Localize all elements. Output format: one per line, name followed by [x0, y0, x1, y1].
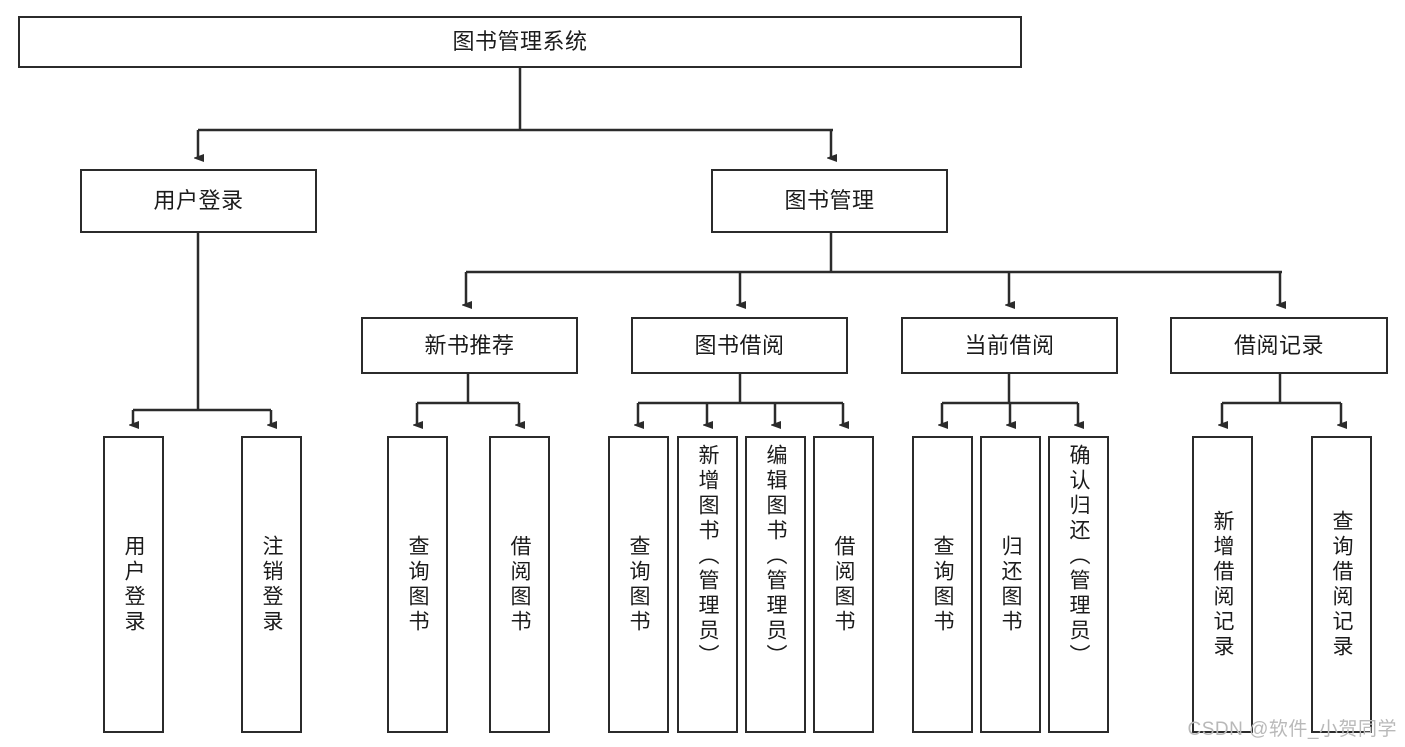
leaf-inner: 查询图书 [610, 438, 667, 731]
node-root[interactable]: 图书管理系统 [18, 16, 1022, 68]
leaf-new-book-borrow-label: 借阅图书 [508, 534, 531, 635]
leaf-book-borrow-borrow-label: 借阅图书 [832, 534, 855, 635]
node-book-management-label: 图书管理 [784, 188, 875, 214]
node-book-management[interactable]: 图书管理 [711, 169, 948, 233]
node-new-book-recommend-label: 新书推荐 [424, 332, 515, 358]
leaf-inner: 查询图书 [389, 438, 446, 731]
leaf-user-login-login[interactable]: 用户登录 [103, 436, 164, 733]
leaf-new-book-query[interactable]: 查询图书 [387, 436, 448, 733]
leaf-book-borrow-query-label: 查询图书 [627, 534, 650, 635]
leaf-borrow-record-query[interactable]: 查询借阅记录 [1311, 436, 1372, 733]
leaf-inner: 注销登录 [243, 438, 300, 731]
leaf-inner: 用户登录 [105, 438, 162, 731]
leaf-current-borrow-confirm-label: 确认归还（管理员） [1067, 444, 1090, 669]
node-borrow-record-label: 借阅记录 [1233, 332, 1324, 358]
leaf-book-borrow-edit-label: 编辑图书（管理员） [764, 444, 787, 669]
leaf-new-book-query-label: 查询图书 [406, 534, 429, 635]
leaf-user-login-logout[interactable]: 注销登录 [241, 436, 302, 733]
leaf-inner: 新增借阅记录 [1194, 438, 1251, 731]
node-root-label: 图书管理系统 [452, 29, 588, 55]
leaf-current-borrow-return-label: 归还图书 [999, 534, 1022, 635]
leaf-current-borrow-query[interactable]: 查询图书 [912, 436, 973, 733]
leaf-borrow-record-add-label: 新增借阅记录 [1211, 509, 1234, 660]
leaf-book-borrow-add[interactable]: 新增图书（管理员） [677, 436, 738, 733]
node-user-login[interactable]: 用户登录 [80, 169, 317, 233]
leaf-borrow-record-add[interactable]: 新增借阅记录 [1192, 436, 1253, 733]
leaf-book-borrow-borrow[interactable]: 借阅图书 [813, 436, 874, 733]
leaf-inner: 查询借阅记录 [1313, 438, 1370, 731]
node-user-login-label: 用户登录 [153, 188, 244, 214]
node-borrow-record[interactable]: 借阅记录 [1170, 317, 1388, 374]
node-current-borrow-label: 当前借阅 [964, 332, 1055, 358]
leaf-inner: 归还图书 [982, 438, 1039, 731]
leaf-inner: 借阅图书 [815, 438, 872, 731]
leaf-inner: 确认归还（管理员） [1050, 438, 1107, 731]
leaf-current-borrow-return[interactable]: 归还图书 [980, 436, 1041, 733]
node-current-borrow[interactable]: 当前借阅 [901, 317, 1118, 374]
leaf-inner: 编辑图书（管理员） [747, 438, 804, 731]
node-book-borrow[interactable]: 图书借阅 [631, 317, 848, 374]
leaf-inner: 借阅图书 [491, 438, 548, 731]
node-book-borrow-label: 图书借阅 [694, 332, 785, 358]
leaf-inner: 新增图书（管理员） [679, 438, 736, 731]
leaf-user-login-login-label: 用户登录 [122, 534, 145, 635]
leaf-book-borrow-query[interactable]: 查询图书 [608, 436, 669, 733]
node-new-book-recommend[interactable]: 新书推荐 [361, 317, 578, 374]
leaf-book-borrow-add-label: 新增图书（管理员） [696, 444, 719, 669]
leaf-current-borrow-confirm[interactable]: 确认归还（管理员） [1048, 436, 1109, 733]
leaf-current-borrow-query-label: 查询图书 [931, 534, 954, 635]
leaf-book-borrow-edit[interactable]: 编辑图书（管理员） [745, 436, 806, 733]
leaf-new-book-borrow[interactable]: 借阅图书 [489, 436, 550, 733]
leaf-borrow-record-query-label: 查询借阅记录 [1330, 509, 1353, 660]
leaf-inner: 查询图书 [914, 438, 971, 731]
leaf-user-login-logout-label: 注销登录 [260, 534, 283, 635]
